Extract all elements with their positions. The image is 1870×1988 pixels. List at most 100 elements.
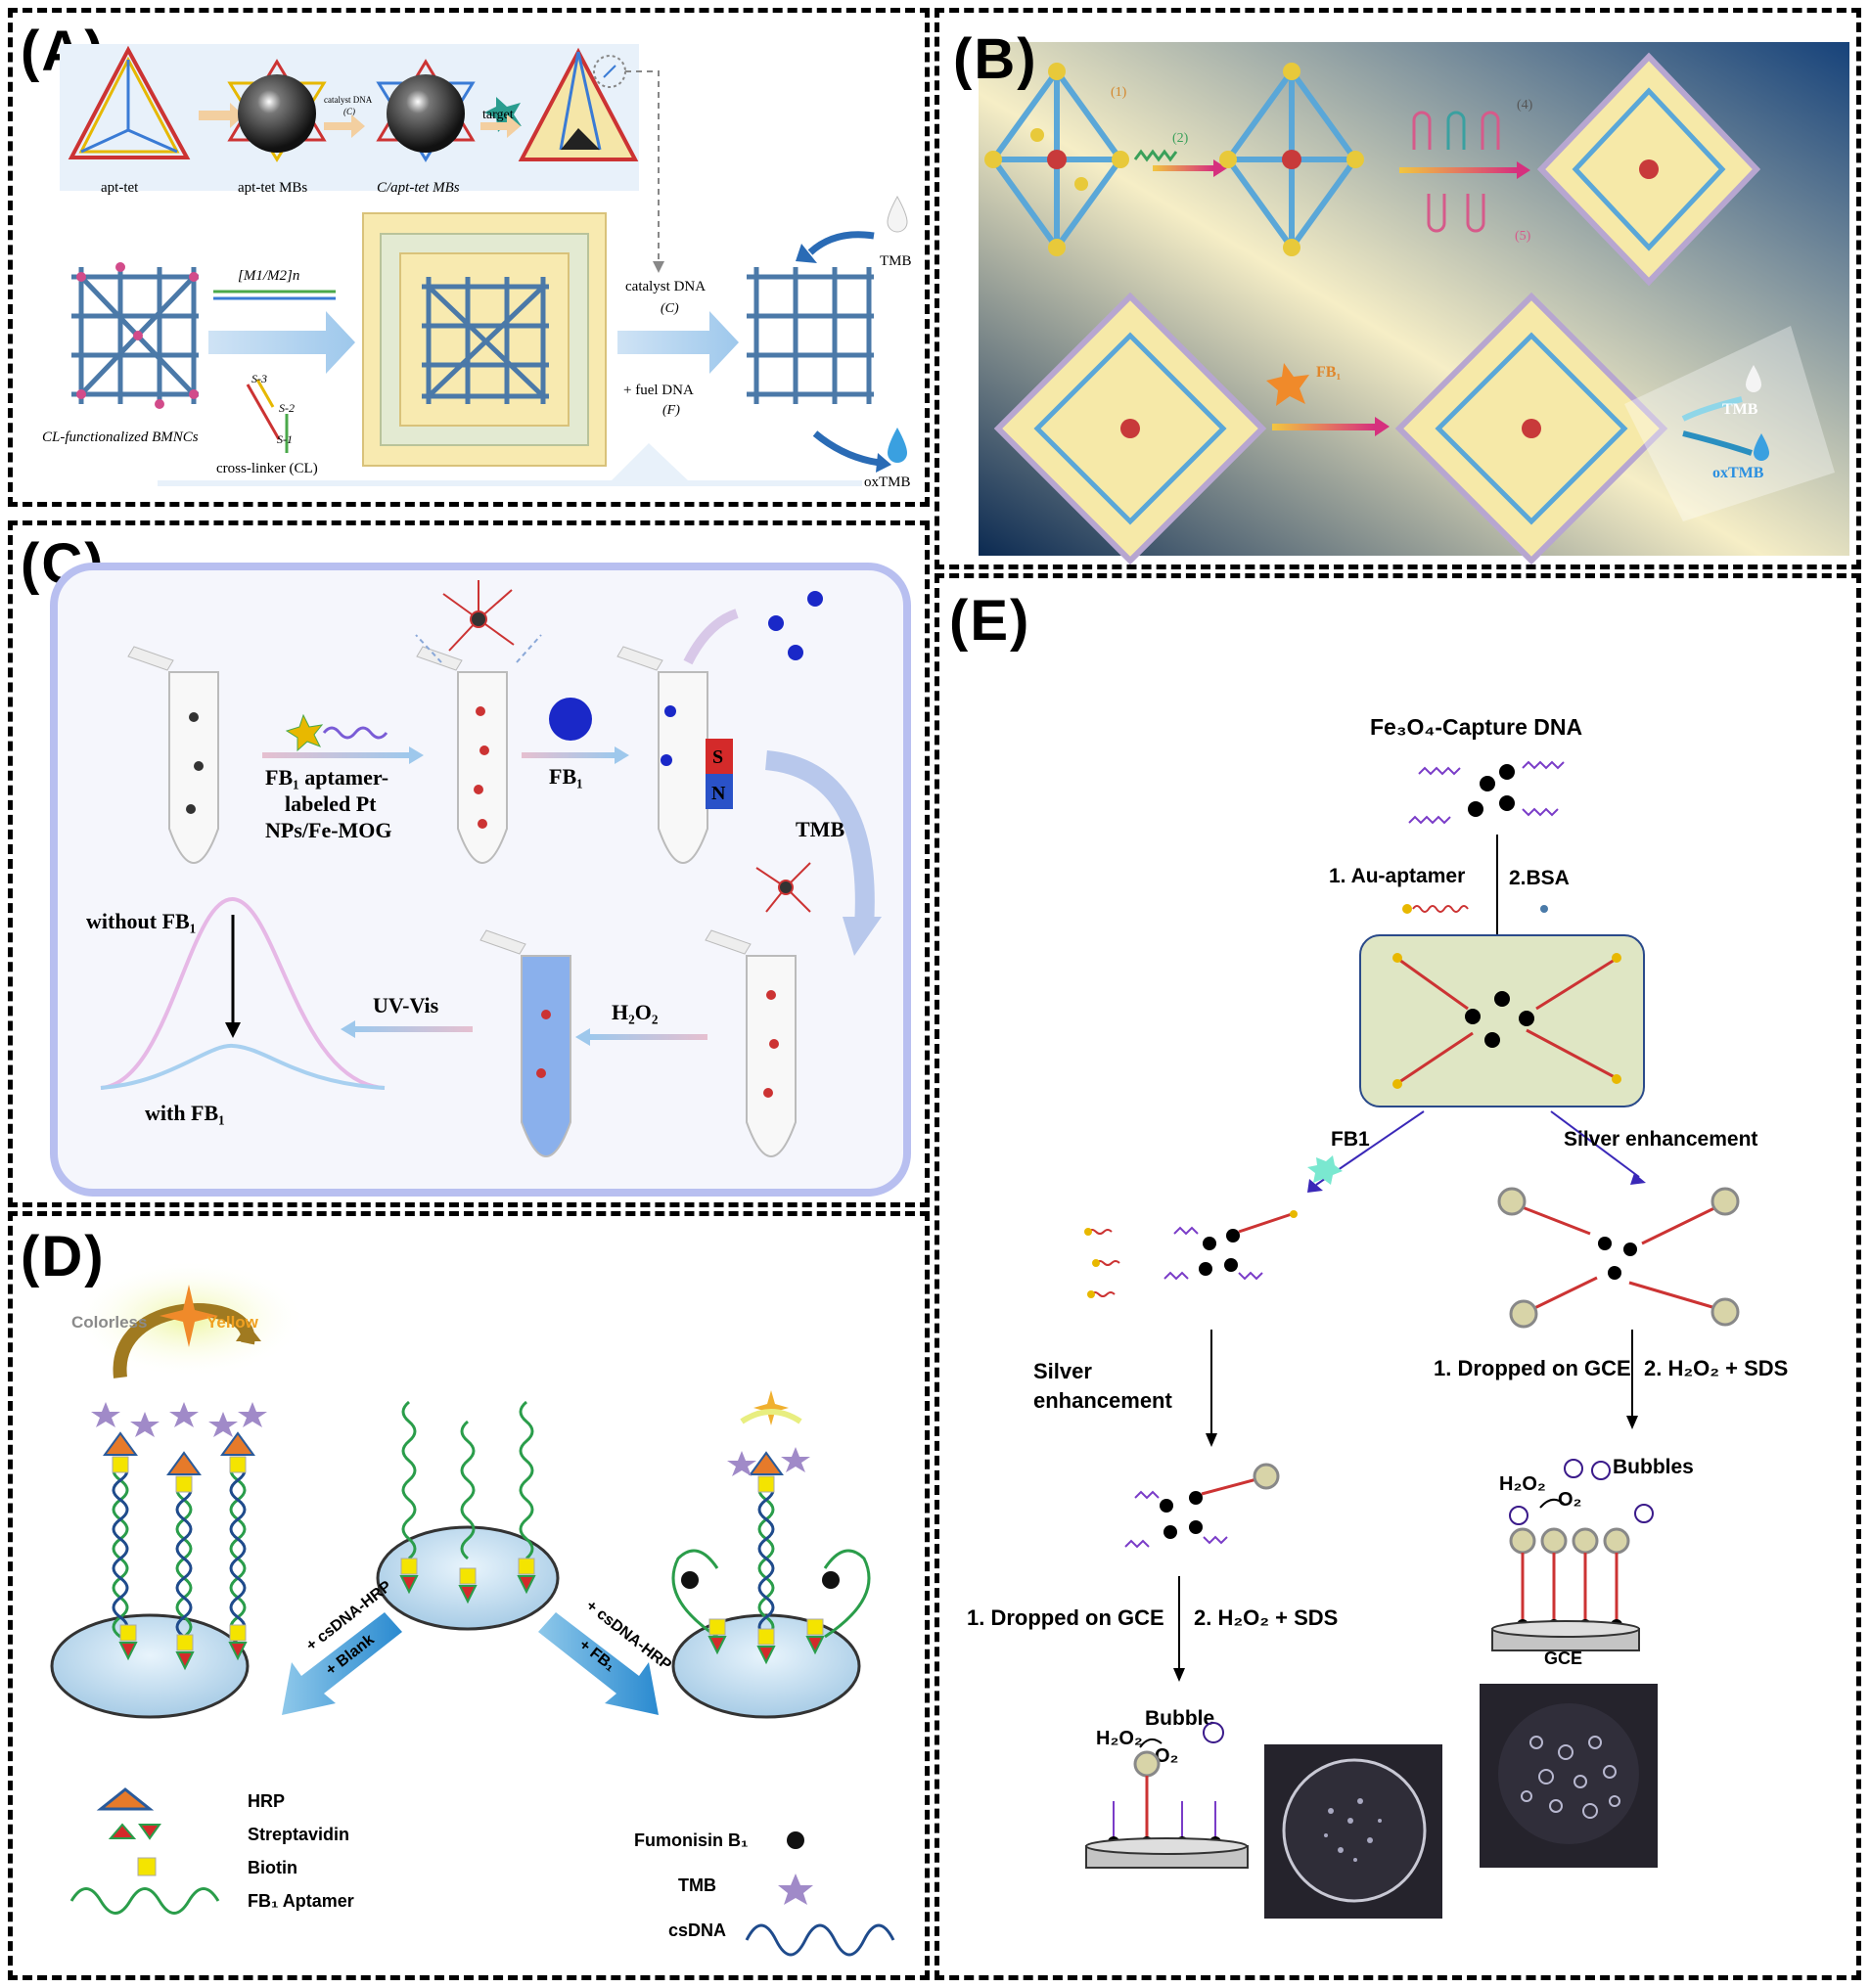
pt-np-icon [285, 713, 324, 752]
left-lower-complex-icon [1124, 1463, 1280, 1549]
left-h2o2-label: 2. H₂O₂ + SDS [1194, 1605, 1338, 1630]
tmb-stars-left [91, 1402, 267, 1437]
panel-e-figure: Fe₃O₄-Capture DNA 1. Au-aptamer 2.BSA FB… [967, 714, 1788, 1919]
aptamer-wave-icon [1133, 149, 1178, 162]
small-star-icon [753, 1390, 789, 1425]
nanozyme-icon-2 [755, 862, 811, 913]
reaction-box [1359, 934, 1645, 1107]
fb1-label-c: FB₁ [549, 764, 583, 789]
uvvis-label: UV-Vis [373, 993, 439, 1017]
fumonisin-icon-1 [681, 1571, 699, 1589]
svg-text:(1): (1) [1111, 85, 1127, 100]
apt-tet-mbs-label: apt-tet MBs [238, 180, 307, 196]
gel-diamond-3 [1394, 292, 1668, 565]
hrp-icons-left [103, 1431, 255, 1475]
fb1-star-icon [1266, 363, 1309, 406]
svg-text:S-3: S-3 [251, 372, 267, 385]
fumonisin-icon-2 [822, 1571, 840, 1589]
panel-a-figure: apt-tet apt-tet MBs catalyst DNA (C) C/a… [42, 44, 912, 490]
au-np-icon [1402, 904, 1412, 914]
fb1-label: FB₁ [1316, 364, 1341, 381]
bubbles-label: Bubbles [1613, 1456, 1694, 1478]
svg-text:(4): (4) [1517, 98, 1533, 113]
aptamer-label-2: labeled Pt [285, 791, 377, 816]
fb1-label-e: FB1 [1331, 1128, 1370, 1151]
capture-complex-icon [1408, 760, 1565, 825]
gel-diamond-1 [1536, 52, 1761, 287]
arrow-to-left [282, 1612, 402, 1715]
legend-tmb-icon [778, 1874, 813, 1905]
tmb-arrow [807, 231, 875, 255]
oxtmb-label-b: oxTMB [1712, 465, 1764, 481]
h2o2-label-left: H₂O₂ [1096, 1728, 1143, 1749]
svg-text:(F): (F) [662, 403, 680, 418]
streptavidin-icons-left [118, 1642, 248, 1671]
bubble-icon [1203, 1722, 1224, 1743]
catalyst-label: catalyst DNA [625, 279, 706, 294]
nanozyme-icon [442, 580, 515, 652]
svg-text:(2): (2) [1172, 131, 1189, 146]
legend-streptavidin: Streptavidin [248, 1825, 349, 1844]
tube-1 [127, 646, 219, 864]
panel-d-label: (D) [21, 1225, 106, 1288]
svg-text:(5): (5) [1515, 229, 1531, 244]
released-complex-icons [768, 591, 823, 660]
zoom-beam [1624, 326, 1835, 521]
released-tet-icon [518, 47, 639, 161]
hairpin-icons [1412, 111, 1500, 233]
octahedron-2 [1219, 63, 1364, 256]
tmb-curve-arrow [764, 750, 875, 927]
tube-4 [705, 929, 797, 1157]
legend-right: Fumonisin B₁ TMB csDNA [634, 1830, 895, 1957]
bsa-label: 2.BSA [1509, 867, 1570, 889]
bsa-icon [1540, 905, 1548, 913]
o2-label-left: O₂ [1155, 1745, 1178, 1767]
right-micrograph-bubbles [1521, 1736, 1620, 1819]
arrow-a3 [617, 311, 739, 374]
panel-b-figure: (1) (2) (4) (5) [979, 42, 1849, 565]
legend-streptavidin-icon [108, 1823, 137, 1839]
legend-csdna-icon [745, 1923, 895, 1957]
colorless-label: Colorless [71, 1313, 147, 1332]
legend-biotin: Biotin [248, 1858, 297, 1877]
apt-tet-icon [68, 45, 191, 159]
h2o2-label-c: H₂O₂ [612, 1000, 659, 1024]
fb1-toxin-icon [1307, 1155, 1343, 1185]
magnet-s [706, 739, 733, 774]
arrow-to-right [538, 1612, 659, 1715]
right-complex-icon [1497, 1187, 1740, 1329]
c-apt-tet-mb-icon [376, 59, 476, 162]
silver-enhancement-left-1: Silver [1033, 1359, 1092, 1383]
panel-e: (E) Fe₃O₄-Capture DNA 1. Au-aptamer 2.BS… [935, 573, 1861, 1980]
octahedron-1 [984, 63, 1129, 256]
silver-enhancement-right: Silver enhancement [1564, 1128, 1757, 1151]
apt-tet-mb-icon [227, 59, 327, 162]
panel-c: (C) FB₁ aptamer- labeled Pt NPs/Fe-MOG [8, 520, 930, 1207]
panel-b: (1) (2) (4) (5) [935, 8, 1861, 569]
legend-hrp: HRP [248, 1791, 285, 1811]
oxtmb-label: oxTMB [864, 474, 911, 490]
tube-2 [416, 646, 508, 864]
catalyst-small-label: catalyst DNA [324, 95, 373, 105]
c-apt-tet-mbs-label: C/apt-tet MBs [377, 180, 460, 196]
oxtmb-drop-icon-b [1754, 433, 1769, 461]
yellow-label: Yellow [206, 1313, 259, 1332]
h2o2-label-right: H₂O₂ [1499, 1473, 1546, 1495]
legend-aptamer-icon [69, 1887, 220, 1915]
svg-text:N: N [711, 783, 726, 804]
panel-c-figure: FB₁ aptamer- labeled Pt NPs/Fe-MOG FB₁ S… [50, 563, 911, 1197]
target-label: target [482, 108, 514, 122]
legend-fumonisin: Fumonisin B₁ [634, 1830, 748, 1850]
right-h2o2-label: 2. H₂O₂ + SDS [1644, 1356, 1788, 1380]
tmb-label: TMB [880, 253, 912, 269]
arrow-a1 [199, 103, 244, 128]
tube-5 [479, 929, 571, 1157]
legend-aptamer: FB₁ Aptamer [248, 1891, 354, 1911]
o2-label-right: O₂ [1558, 1489, 1581, 1511]
spectrum-with [100, 1043, 386, 1090]
tmb-label-b: TMB [1722, 401, 1758, 418]
legend-tmb: TMB [678, 1875, 716, 1895]
spectrum-without [100, 896, 386, 1090]
left-dropped-label: 1. Dropped on GCE [967, 1605, 1164, 1630]
legend-csdna: csDNA [668, 1920, 726, 1940]
